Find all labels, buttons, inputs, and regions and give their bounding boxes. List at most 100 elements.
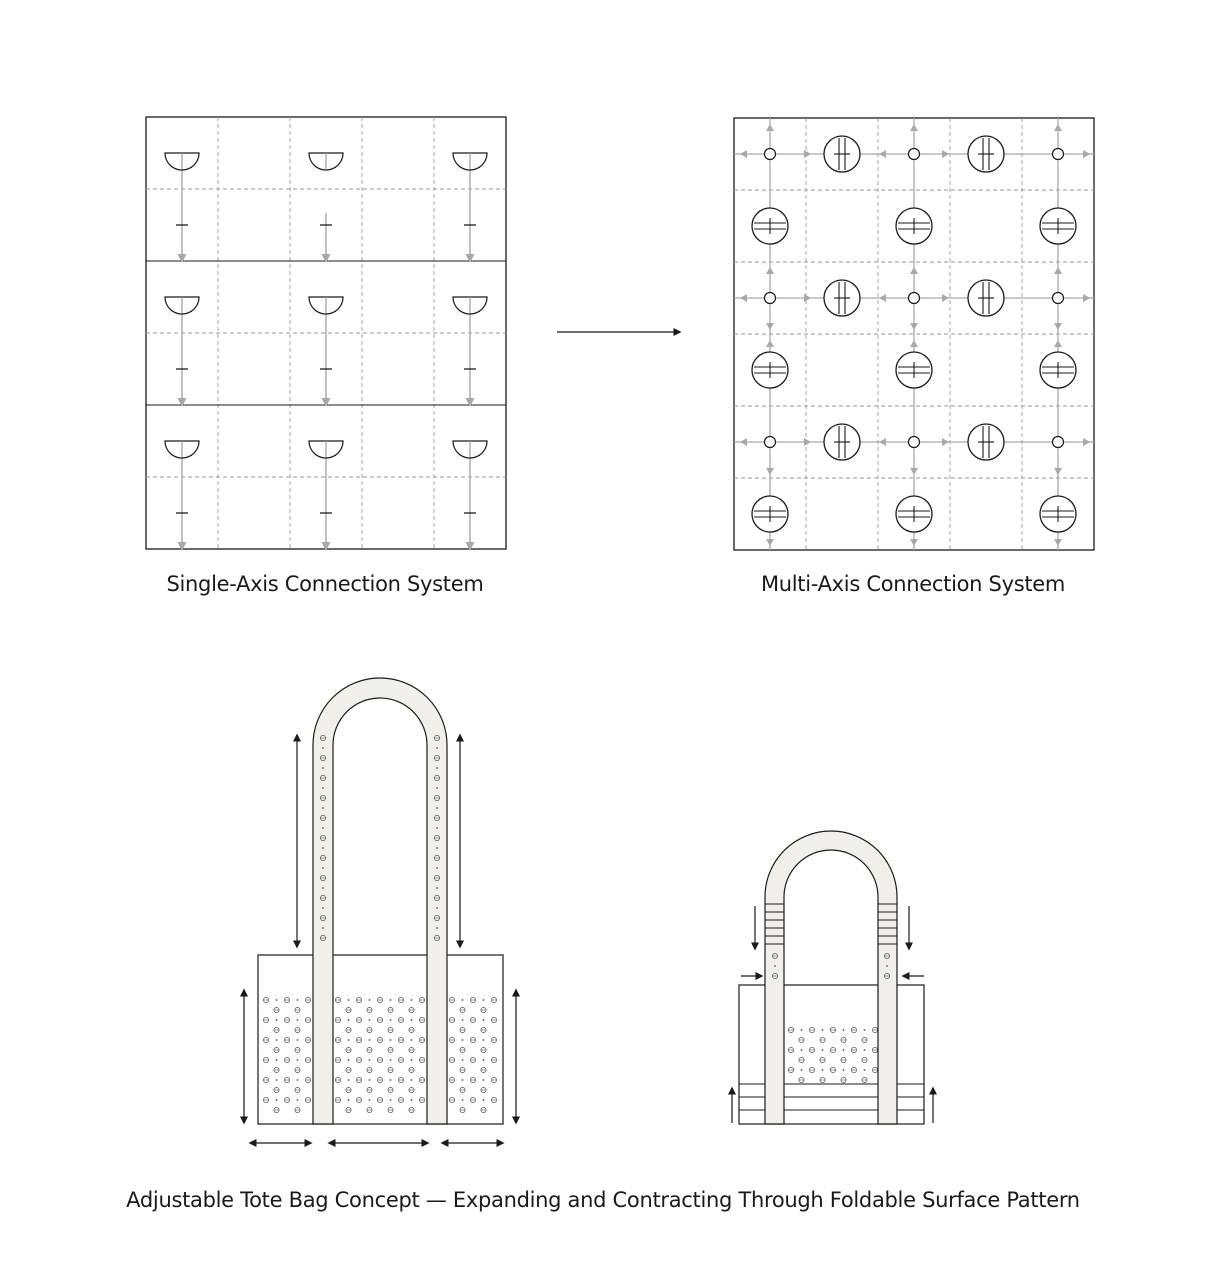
strap-dot — [322, 847, 324, 849]
strap-dot — [322, 747, 324, 749]
arrowhead — [804, 438, 811, 446]
arrowhead — [766, 539, 774, 546]
pattern-dot — [863, 1069, 866, 1071]
arrowhead — [1083, 438, 1090, 446]
pattern-dot — [482, 1079, 485, 1081]
pattern-dot — [347, 1079, 350, 1081]
arrowhead — [766, 323, 774, 330]
strap-dot — [436, 807, 438, 809]
strap-dot — [436, 747, 438, 749]
arrowhead — [804, 294, 811, 302]
strap-dot — [322, 887, 324, 889]
arrowhead — [942, 438, 949, 446]
arrowhead — [879, 150, 886, 158]
multi-axis-panel — [733, 117, 1095, 551]
pattern-dot — [296, 1099, 299, 1101]
pattern-dot — [821, 1049, 824, 1051]
pattern-dot — [410, 1019, 413, 1021]
arrowhead — [910, 267, 918, 274]
arrowhead — [1054, 267, 1062, 274]
bag-body — [257, 954, 504, 1125]
pattern-dot — [461, 1079, 464, 1081]
strap-dot — [322, 787, 324, 789]
arrowhead — [766, 124, 774, 131]
arrowhead — [766, 468, 774, 475]
pattern-dot — [461, 999, 464, 1001]
pattern-dot — [296, 1039, 299, 1041]
pattern-dot — [482, 1039, 485, 1041]
single-axis-caption: Single-Axis Connection System — [166, 572, 484, 596]
single-axis-panel — [145, 116, 507, 551]
pattern-dot — [410, 1099, 413, 1101]
pattern-dot — [275, 1079, 278, 1081]
pattern-dot — [461, 1039, 464, 1041]
pattern-dot — [461, 1019, 464, 1021]
pattern-dot — [275, 1059, 278, 1061]
arrowhead — [910, 124, 918, 131]
pattern-dot — [482, 1019, 485, 1021]
pattern-dot — [389, 1059, 392, 1061]
pattern-dot — [275, 1019, 278, 1021]
arrowhead — [942, 150, 949, 158]
arrowhead — [740, 150, 747, 158]
pattern-dot — [347, 1019, 350, 1021]
pattern-dot — [368, 1059, 371, 1061]
pattern-dot — [368, 1039, 371, 1041]
node-icon — [763, 435, 777, 449]
arrowhead — [1054, 468, 1062, 475]
arrowhead — [910, 323, 918, 330]
pattern-dot — [275, 1099, 278, 1101]
node-icon — [1051, 435, 1065, 449]
pattern-dot — [821, 1069, 824, 1071]
pattern-dot — [368, 1079, 371, 1081]
pattern-dot — [296, 1059, 299, 1061]
pattern-dot — [296, 1019, 299, 1021]
node-icon — [763, 147, 777, 161]
pattern-dot — [389, 1039, 392, 1041]
arrowhead — [942, 294, 949, 302]
strap-dot — [436, 787, 438, 789]
strap-dot — [436, 767, 438, 769]
strap-dot — [436, 847, 438, 849]
strap-dot — [322, 927, 324, 929]
pattern-dot — [410, 1059, 413, 1061]
node-icon — [907, 291, 921, 305]
arrowhead — [1054, 323, 1062, 330]
pattern-dot — [842, 1029, 845, 1031]
strap-dot — [436, 907, 438, 909]
strap-dot — [322, 867, 324, 869]
strap-dot — [322, 827, 324, 829]
arrowhead — [766, 267, 774, 274]
node-icon — [1051, 147, 1065, 161]
large-tote-bag — [240, 677, 520, 1147]
pattern-dot — [347, 1039, 350, 1041]
strap-dot — [774, 965, 776, 967]
pattern-dot — [800, 1049, 803, 1051]
strap-dot — [886, 965, 888, 967]
pattern-dot — [800, 1029, 803, 1031]
arrowhead — [1054, 340, 1062, 347]
pattern-dot — [296, 1079, 299, 1081]
pattern-dot — [410, 999, 413, 1001]
node-icon — [763, 291, 777, 305]
arrowhead — [766, 340, 774, 347]
arrowhead — [1083, 150, 1090, 158]
pattern-dot — [368, 999, 371, 1001]
arrowhead — [910, 468, 918, 475]
strap — [312, 677, 448, 1125]
tote-caption: Adjustable Tote Bag Concept — Expanding … — [126, 1188, 1080, 1212]
pattern-dot — [410, 1079, 413, 1081]
strap-dot — [322, 767, 324, 769]
strap-dot — [322, 807, 324, 809]
pattern-dot — [368, 1099, 371, 1101]
arrowhead — [879, 438, 886, 446]
pattern-dot — [821, 1029, 824, 1031]
pattern-dot — [482, 1099, 485, 1101]
arrowhead — [910, 539, 918, 546]
node-icon — [907, 435, 921, 449]
arrowhead — [804, 150, 811, 158]
arrowhead — [879, 294, 886, 302]
pattern-dot — [863, 1029, 866, 1031]
arrowhead — [1054, 124, 1062, 131]
